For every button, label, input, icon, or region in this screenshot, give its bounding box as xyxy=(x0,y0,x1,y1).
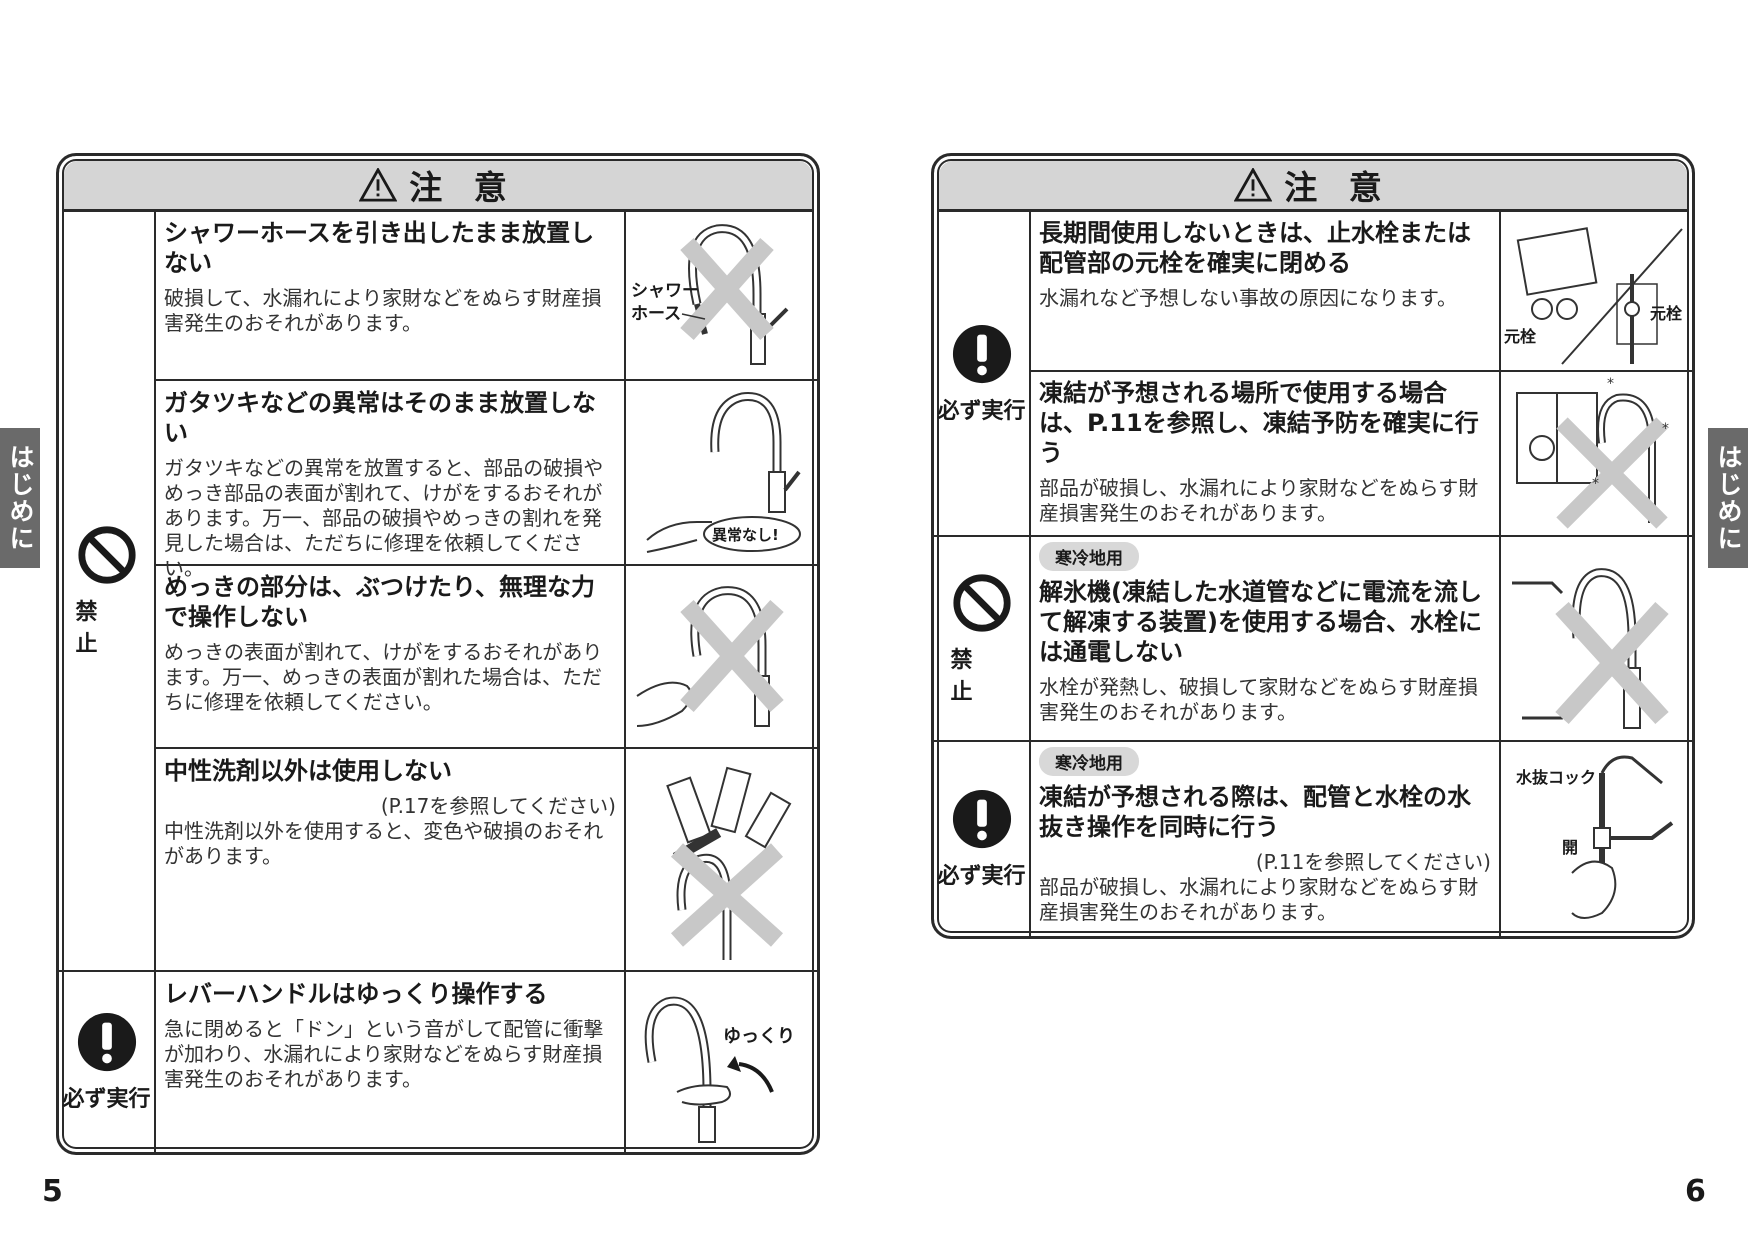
category-must: 必ず実行 xyxy=(934,212,1029,535)
freeze-window-illustration: * * * xyxy=(1502,373,1688,533)
mandatory-action-icon xyxy=(952,789,1011,849)
category-must-label: 必ず実行 xyxy=(937,398,1026,424)
category-prohibit: 禁 止 xyxy=(934,537,1029,740)
right-col-line-1 xyxy=(1029,212,1031,936)
illus-label-drain-cock: 水抜コック xyxy=(1516,768,1596,787)
caution-item-text: めっきの表面が割れて、けがをするおそれがあります。万一、めっきの表面が割れた場合… xyxy=(164,640,603,714)
faucet-hose-illustration: シャワー ホース xyxy=(627,214,813,378)
caution-item-title: 凍結が予想される際は、配管と水栓の水抜き操作を同時に行う xyxy=(1039,783,1471,841)
prohibited-icon xyxy=(77,526,136,584)
right-panel-title: 注 意 xyxy=(1284,168,1392,207)
caution-item: 中性洗剤以外は使用しない (P.17を参照してください) 中性洗剤以外を使用する… xyxy=(164,756,616,869)
left-row-line xyxy=(59,970,817,972)
prohibited-icon xyxy=(952,573,1011,632)
mandatory-action-icon xyxy=(77,1012,136,1072)
left-caution-panel: 注 意 禁 止 必ず実行 シャワーホースを引き出したまま放置しない 破損して、水… xyxy=(56,153,820,1155)
caution-item-title: 中性洗剤以外は使用しない xyxy=(164,757,452,785)
caution-item-title: 解氷機(凍結した水道管などに電流を流して解凍する装置)を使用する場合、水栓には通… xyxy=(1039,578,1482,666)
caution-item-text: 部品が破損し、水漏れにより家財などをぬらす財産損害発生のおそれがあります。 xyxy=(1039,875,1479,924)
caution-item-text: 部品が破損し、水漏れにより家財などをぬらす財産損害発生のおそれがあります。 xyxy=(1039,476,1479,525)
svg-text:シャワー: シャワー xyxy=(631,281,699,301)
right-caution-panel: 注 意 必ず実行 禁 止 必ず実行 長期間使用しないときは、止水栓または配管部の… xyxy=(931,153,1695,939)
caution-item-reference: (P.17を参照してください) xyxy=(380,794,616,818)
side-tab-label: はじめに xyxy=(1714,444,1743,552)
caution-item: レバーハンドルはゆっくり操作する 急に閉めると「ドン」という音がして配管に衝撃が… xyxy=(164,979,616,1092)
illus-label-no-abnormality: 異常なし! xyxy=(712,526,779,544)
category-must: 必ず実行 xyxy=(934,742,1029,936)
caution-item: 長期間使用しないときは、止水栓または配管部の元栓を確実に閉める 水漏れなど予想し… xyxy=(1039,218,1491,311)
faucet-normal-illustration: 異常なし! xyxy=(627,382,813,562)
caution-item: シャワーホースを引き出したまま放置しない 破損して、水漏れにより家財などをぬらす… xyxy=(164,218,616,336)
caution-item-title: シャワーホースを引き出したまま放置しない xyxy=(164,219,595,277)
right-row-line xyxy=(934,740,1692,742)
lever-slow-illustration: ゆっくり xyxy=(627,972,813,1150)
svg-text:*: * xyxy=(1662,421,1669,437)
caution-item-title: 凍結が予想される場所で使用する場合は、P.11を参照し、凍結予防を確実に行う xyxy=(1039,379,1479,467)
page-number-left: 5 xyxy=(42,1174,63,1209)
right-panel-header: 注 意 xyxy=(939,161,1687,212)
category-prohibit-label: 禁 止 xyxy=(75,600,156,657)
page-number-right: 6 xyxy=(1685,1174,1706,1209)
caution-item-text: 水漏れなど予想しない事故の原因になります。 xyxy=(1039,286,1457,310)
caution-item: 寒冷地用 解氷機(凍結した水道管などに電流を流して解凍する装置)を使用する場合、… xyxy=(1039,542,1491,725)
main-valve-illustration: 元栓 元栓 xyxy=(1502,214,1688,368)
category-must-label: 必ず実行 xyxy=(62,1087,151,1112)
cold-region-badge: 寒冷地用 xyxy=(1039,542,1139,571)
caution-item: ガタツキなどの異常はそのまま放置しない ガタツキなどの異常を放置すると、部品の破… xyxy=(164,388,616,581)
thawing-machine-illustration xyxy=(1502,538,1688,738)
caution-item-text: 水栓が発熱し、破損して家財などをぬらす財産損害発生のおそれがあります。 xyxy=(1039,675,1478,724)
left-col-line-2 xyxy=(624,212,626,1152)
caution-item-title: めっきの部分は、ぶつけたり、無理な力で操作しない xyxy=(164,573,596,631)
right-col-line-2 xyxy=(1499,212,1501,936)
illus-label-main-valve: 元栓 xyxy=(1504,327,1537,346)
svg-text:ホース: ホース xyxy=(631,304,681,324)
mandatory-action-icon xyxy=(952,324,1011,383)
left-panel-header: 注 意 xyxy=(64,161,812,212)
category-must: 必ず実行 xyxy=(59,972,154,1152)
caution-item-title: ガタツキなどの異常はそのまま放置しない xyxy=(164,389,596,447)
side-tab-left[interactable]: はじめに xyxy=(0,428,40,568)
category-prohibit-label: 禁 止 xyxy=(950,647,1031,705)
drain-cock-illustration: 水抜コック 開 xyxy=(1502,743,1688,933)
left-row-line xyxy=(154,379,817,381)
illus-label-open: 開 xyxy=(1562,838,1578,857)
illus-label-slowly: ゆっくり xyxy=(723,1026,795,1047)
faucet-impact-illustration xyxy=(627,566,813,746)
svg-text:*: * xyxy=(1607,376,1614,392)
left-row-line xyxy=(154,564,817,566)
left-col-line-1 xyxy=(154,212,156,1152)
caution-item: めっきの部分は、ぶつけたり、無理な力で操作しない めっきの表面が割れて、けがをす… xyxy=(164,572,616,715)
detergent-illustration xyxy=(627,750,813,968)
illus-label-main-valve: 元栓 xyxy=(1650,304,1683,323)
caution-item-title: 長期間使用しないときは、止水栓または配管部の元栓を確実に閉める xyxy=(1039,219,1471,277)
caution-item-title: レバーハンドルはゆっくり操作する xyxy=(164,980,548,1008)
caution-item-text: 中性洗剤以外を使用すると、変色や破損のおそれがあります。 xyxy=(164,819,604,868)
warning-triangle-icon xyxy=(359,168,398,202)
cold-region-badge: 寒冷地用 xyxy=(1039,747,1139,776)
left-panel-title: 注 意 xyxy=(409,168,517,207)
category-must-label: 必ず実行 xyxy=(937,864,1026,889)
right-row-line xyxy=(1029,370,1692,372)
svg-text:*: * xyxy=(1592,476,1599,492)
side-tab-label: はじめに xyxy=(6,444,35,552)
caution-item-reference: (P.11を参照してください) xyxy=(1255,850,1491,874)
caution-item: 寒冷地用 凍結が予想される際は、配管と水栓の水抜き操作を同時に行う (P.11を… xyxy=(1039,747,1491,925)
caution-item-text: 破損して、水漏れにより家財などをぬらす財産損害発生のおそれがあります。 xyxy=(164,286,602,335)
caution-item: 凍結が予想される場所で使用する場合は、P.11を参照し、凍結予防を確実に行う 部… xyxy=(1039,378,1491,526)
caution-item-text: ガタツキなどの異常を放置すると、部品の破損やめっき部品の表面が割れて、けがをする… xyxy=(164,456,604,580)
right-row-line xyxy=(934,535,1692,537)
warning-triangle-icon xyxy=(1234,168,1273,202)
caution-item-text: 急に閉めると「ドン」という音がして配管に衝撃が加わり、水漏れにより家財などをぬら… xyxy=(164,1017,604,1091)
side-tab-right[interactable]: はじめに xyxy=(1708,428,1748,568)
category-prohibit: 禁 止 xyxy=(59,212,154,970)
left-row-line xyxy=(154,747,817,749)
